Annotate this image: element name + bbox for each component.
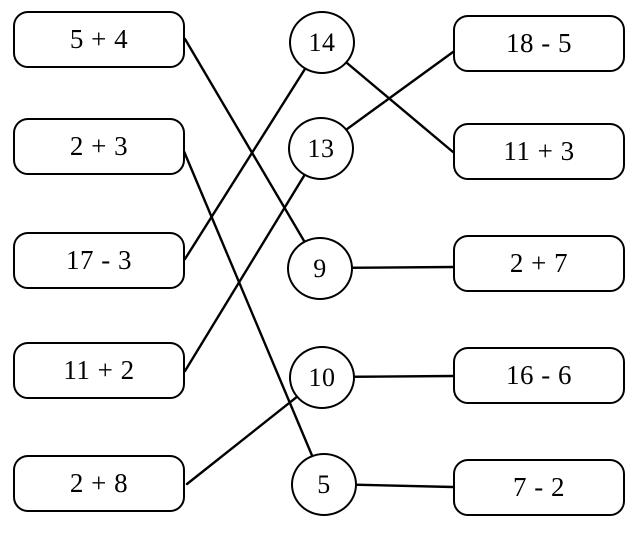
left-box-label: 5 + 4	[69, 24, 129, 54]
answer-circle-13: 13	[288, 117, 354, 180]
answer-circle-label: 13	[307, 133, 335, 163]
line-17minus3-to-14	[183, 40, 324, 261]
answer-circle-9: 9	[287, 237, 353, 300]
right-box-2plus7: 2 + 7	[453, 235, 625, 292]
left-box-2plus3: 2 + 3	[13, 118, 185, 175]
answer-circle-5: 5	[291, 453, 357, 516]
answer-circle-label: 10	[308, 362, 336, 392]
answer-circle-label: 5	[317, 469, 331, 499]
left-box-17minus3: 17 - 3	[13, 232, 185, 289]
left-box-label: 2 + 3	[69, 131, 129, 161]
right-box-16minus6: 16 - 6	[453, 347, 625, 404]
answer-circle-label: 14	[308, 27, 336, 57]
right-box-7minus2: 7 - 2	[453, 459, 625, 516]
right-box-label: 11 + 3	[503, 136, 575, 166]
right-box-18minus5: 18 - 5	[453, 15, 625, 72]
answer-circle-10: 10	[289, 346, 355, 409]
left-box-2plus8: 2 + 8	[13, 455, 185, 512]
answer-circle-label: 9	[313, 253, 327, 283]
line-2plus3-to-5	[181, 147, 326, 486]
answer-circle-14: 14	[289, 11, 355, 74]
left-box-label: 2 + 8	[69, 468, 129, 498]
right-box-label: 16 - 6	[506, 360, 572, 390]
right-box-label: 2 + 7	[509, 248, 569, 278]
right-box-11plus3: 11 + 3	[453, 123, 625, 180]
left-box-5plus4: 5 + 4	[13, 11, 185, 68]
left-box-11plus2: 11 + 2	[13, 342, 185, 399]
line-11plus2-to-13	[183, 146, 323, 373]
left-box-label: 17 - 3	[66, 245, 132, 275]
right-box-label: 18 - 5	[506, 28, 572, 58]
left-box-label: 11 + 2	[63, 355, 135, 385]
right-box-label: 7 - 2	[513, 472, 565, 502]
